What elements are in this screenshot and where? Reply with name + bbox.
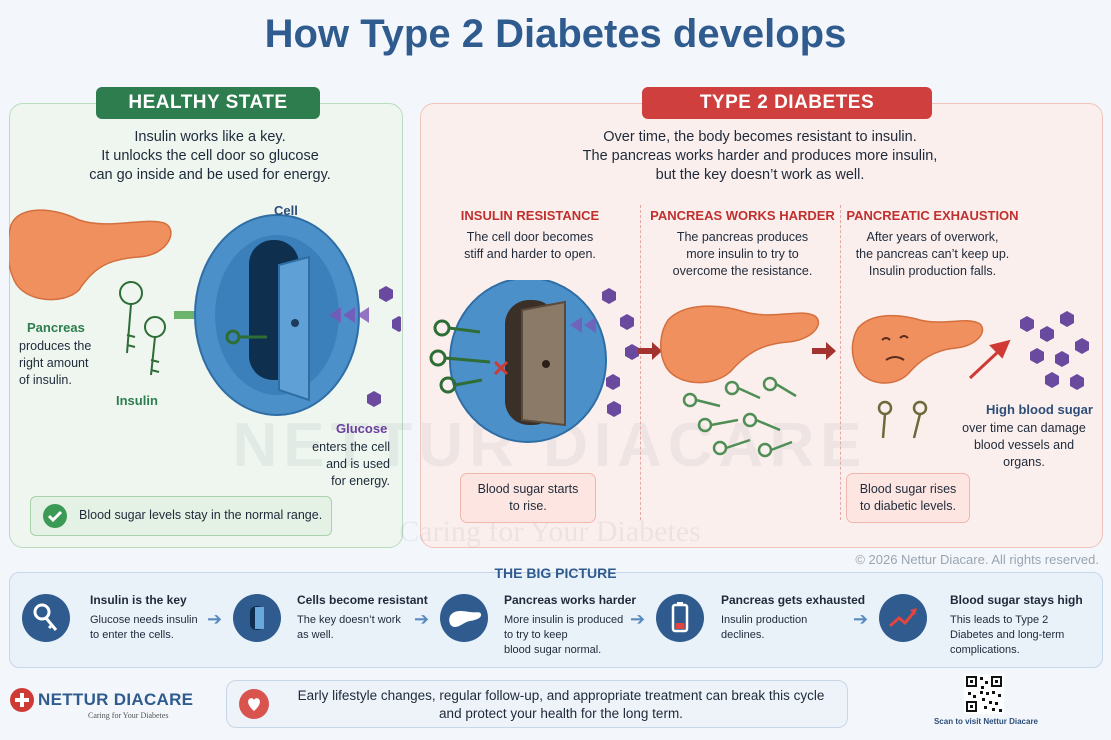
resistant-cell-icon [449,280,607,443]
type2-intro: Over time, the body becomes resistant to… [582,129,938,183]
arrow-right-icon [812,342,836,360]
brand-logo-text: NETTUR DIACARE [38,690,194,709]
stage-divider [640,205,641,520]
normal-range-status: Blood sugar levels stay in the normal ra… [30,496,332,536]
brand-tagline: Caring for Your Diabetes [88,711,169,720]
arrow-right-icon: ➔ [853,609,869,629]
battery-low-icon [656,594,704,642]
glucose-molecules-icon [1020,311,1089,390]
blocked-keys-icon [429,319,491,394]
page-title: How Type 2 Diabetes develops [264,12,847,56]
big-picture-step-heading: Pancreas gets exhausted [721,593,866,607]
insulin-label: Insulin [116,393,158,408]
glucose-molecules-icon [602,288,639,417]
footer-message-box: Early lifestyle changes, regular follow-… [226,680,848,728]
glucose-arrow-icon [329,307,369,323]
key-in-door-icon [225,329,267,345]
cell-label: Cell [274,203,298,218]
big-picture-step-heading: Insulin is the key [90,593,187,607]
arrow-right-icon [638,342,662,360]
blocked-x-icon [493,360,509,376]
brand-logo-icon [10,688,34,712]
stage-divider [840,205,841,520]
insulin-keys-icon [119,281,166,376]
footer-message: Early lifestyle changes, regular follow-… [297,688,825,721]
pancreatic-exhaustion-heading: PANCREATIC EXHAUSTION [846,208,1019,223]
pancreas-description: produces the right amount of insulin. [19,339,92,387]
tired-pancreas-icon [851,314,984,384]
pancreas-label: Pancreas [27,320,85,335]
glucose-arrow-icon [570,317,596,333]
insulin-resistance-description: The cell door becomes stiff and harder t… [464,230,596,261]
type2-diabetes-badge: TYPE 2 DIABETES [642,87,932,119]
arrow-right-icon: ➔ [414,609,430,629]
insulin-resistance-heading: INSULIN RESISTANCE [460,208,600,223]
healthy-state-badge: HEALTHY STATE [96,87,320,119]
pancreas-icon [440,594,488,642]
big-picture-title: THE BIG PICTURE [494,565,617,581]
glucose-molecules-icon [367,286,401,407]
qr-caption: Scan to visit Nettur Diacare [933,717,1039,726]
key-icon [22,594,70,642]
big-picture-step-heading: Cells become resistant [297,593,428,607]
high-blood-sugar-label: High blood sugar [986,402,1093,417]
pancreas-works-harder-description: The pancreas produces more insulin to tr… [672,230,813,278]
high-blood-sugar-description: over time can damage blood vessels and o… [962,421,1086,469]
few-insulin-keys-icon [877,400,928,439]
big-picture-step-heading: Pancreas works harder [504,593,637,607]
rising-chart-icon [879,594,927,642]
healthy-illustration [9,209,401,416]
cell-door-icon [233,594,281,642]
working-pancreas-icon [660,305,820,384]
many-insulin-keys-icon [682,376,797,458]
healthy-cell-icon [194,214,360,416]
arrow-right-icon: ➔ [630,609,646,629]
qr-code[interactable] [964,674,1004,714]
rising-arrow-icon [968,339,1011,380]
type2-illustration [429,280,1089,458]
copyright: © 2026 Nettur Diacare. All rights reserv… [855,552,1099,567]
healthy-intro: Insulin works like a key. It unlocks the… [89,129,331,183]
heart-icon [239,689,269,719]
big-picture-step-heading: Blood sugar stays high [950,593,1083,607]
arrow-right-icon: ➔ [207,609,223,629]
pancreas-works-harder-heading: PANCREAS WORKS HARDER [650,208,835,223]
check-icon [43,504,67,528]
glucose-description: enters the cell and is used for energy. [312,440,390,488]
healthy-pancreas-icon [9,209,172,301]
pancreatic-exhaustion-description: After years of overwork, the pancreas ca… [855,230,1010,278]
glucose-label: Glucose [336,421,388,436]
